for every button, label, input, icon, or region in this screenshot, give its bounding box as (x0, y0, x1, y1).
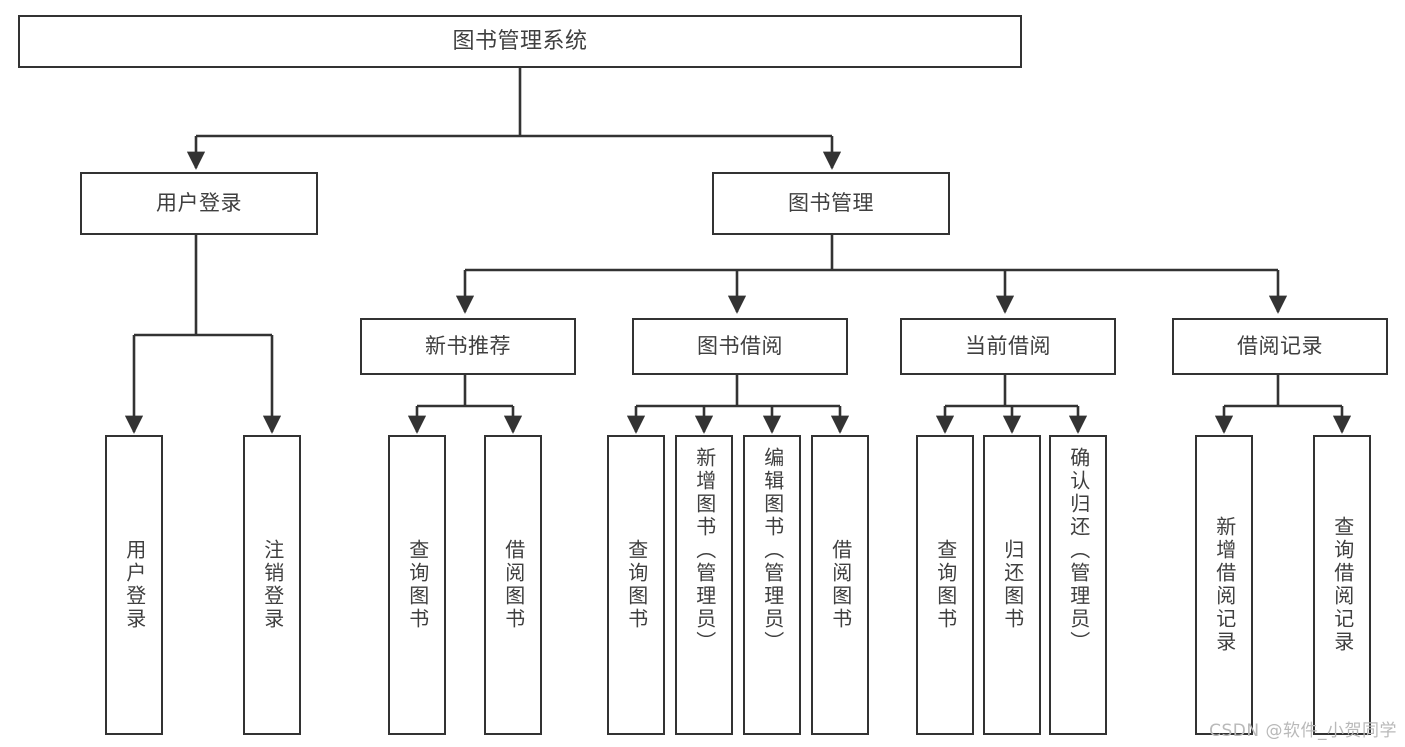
node-new-book-recommend[interactable]: 新书推荐 (360, 318, 576, 375)
node-leaf-add-borrow-record[interactable]: 新增借阅记录 (1195, 435, 1253, 735)
node-leaf-borrow-books[interactable]: 借阅图书 (811, 435, 869, 735)
node-label: 新书推荐 (425, 334, 511, 359)
node-label: 借阅图书 (828, 539, 853, 631)
node-leaf-query-books-recommend[interactable]: 查询图书 (388, 435, 446, 735)
node-label: 图书借阅 (697, 334, 783, 359)
node-leaf-logout[interactable]: 注销登录 (243, 435, 301, 735)
node-leaf-query-books-borrow[interactable]: 查询图书 (607, 435, 665, 735)
node-user-login[interactable]: 用户登录 (80, 172, 318, 235)
node-borrow-record[interactable]: 借阅记录 (1172, 318, 1388, 375)
node-leaf-query-borrow-record[interactable]: 查询借阅记录 (1313, 435, 1371, 735)
node-label: 图书管理系统 (452, 28, 588, 54)
node-label: 注销登录 (260, 539, 285, 631)
node-label: 新增图书（管理员） (692, 447, 717, 654)
node-leaf-query-books-current[interactable]: 查询图书 (916, 435, 974, 735)
node-leaf-return-books[interactable]: 归还图书 (983, 435, 1041, 735)
node-leaf-user-login[interactable]: 用户登录 (105, 435, 163, 735)
node-label: 查询图书 (624, 539, 649, 631)
node-leaf-edit-book-admin[interactable]: 编辑图书（管理员） (743, 435, 801, 735)
node-book-management[interactable]: 图书管理 (712, 172, 950, 235)
node-root-system[interactable]: 图书管理系统 (18, 15, 1022, 68)
node-label: 借阅记录 (1237, 334, 1323, 359)
node-book-borrow[interactable]: 图书借阅 (632, 318, 848, 375)
node-label: 用户登录 (156, 191, 242, 216)
node-label: 新增借阅记录 (1212, 516, 1237, 654)
node-label: 查询借阅记录 (1330, 516, 1355, 654)
node-label: 查询图书 (933, 539, 958, 631)
node-label: 图书管理 (788, 191, 874, 216)
node-label: 编辑图书（管理员） (760, 447, 785, 654)
node-label: 当前借阅 (965, 334, 1051, 359)
node-label: 用户登录 (122, 539, 147, 631)
node-label: 借阅图书 (501, 539, 526, 631)
node-current-borrow[interactable]: 当前借阅 (900, 318, 1116, 375)
node-label: 确认归还（管理员） (1066, 447, 1091, 654)
node-leaf-borrow-books-recommend[interactable]: 借阅图书 (484, 435, 542, 735)
node-label: 归还图书 (1000, 539, 1025, 631)
node-leaf-add-book-admin[interactable]: 新增图书（管理员） (675, 435, 733, 735)
node-leaf-confirm-return-admin[interactable]: 确认归还（管理员） (1049, 435, 1107, 735)
node-label: 查询图书 (405, 539, 430, 631)
watermark-text: CSDN @软件_小贺同学 (1209, 721, 1397, 741)
